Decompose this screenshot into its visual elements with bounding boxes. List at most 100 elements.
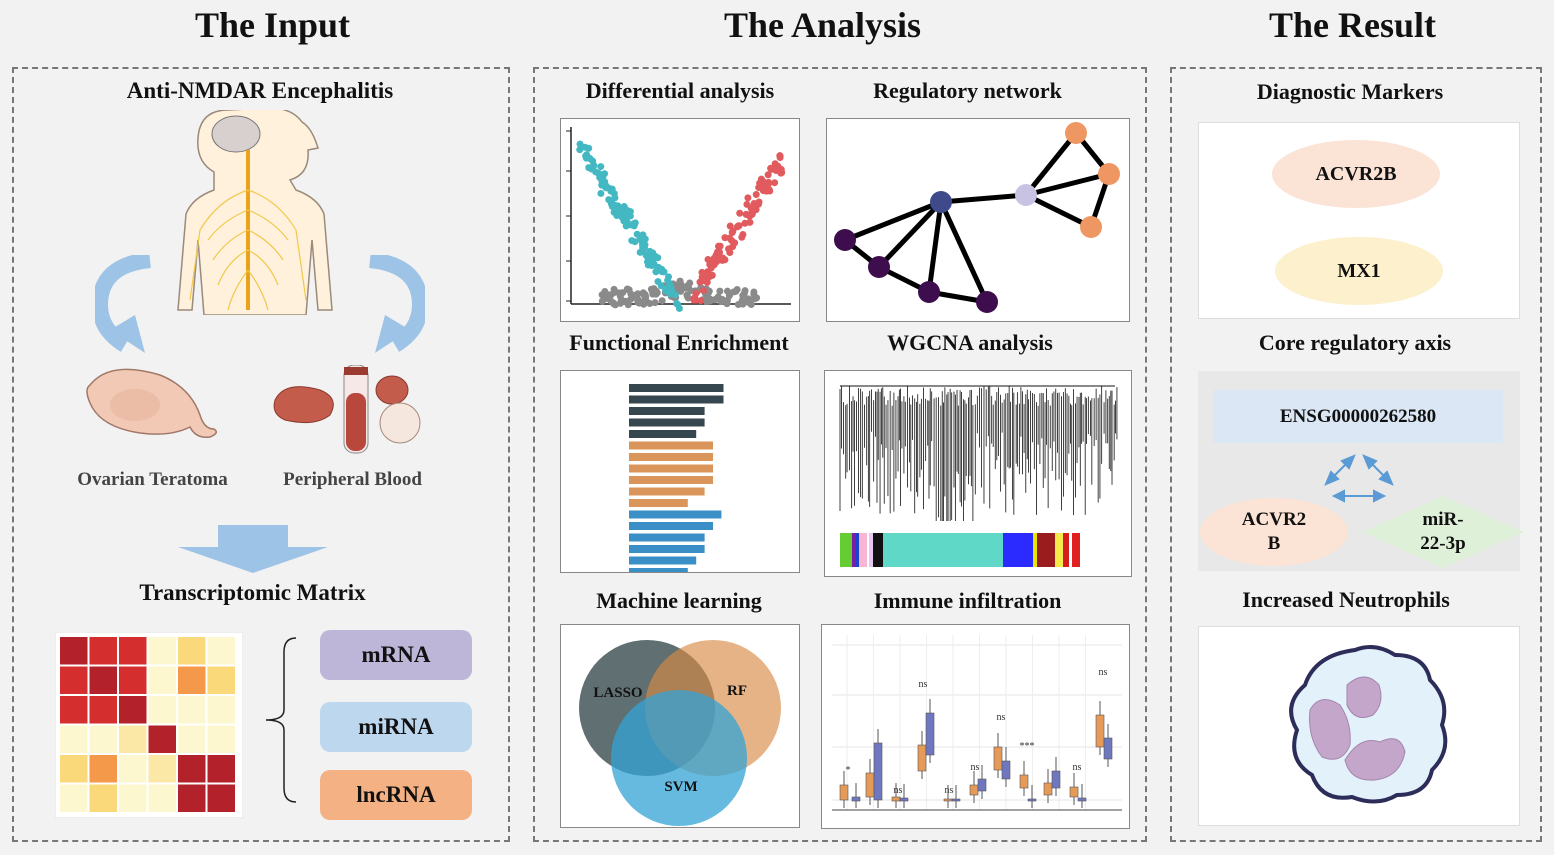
significance-label: * [846,765,851,776]
volcano-point [733,285,741,293]
immune-box-element [951,798,961,802]
immune-box-element [1103,737,1113,760]
network-node [834,229,856,251]
enrichment-bar [629,568,688,572]
volcano-point [717,254,725,262]
axis-lncrna: ENSG00000262580 [1213,390,1503,443]
volcano-point [650,289,658,297]
neutrophil-icon [1289,644,1448,804]
network-node [976,291,998,313]
heatmap-cell [60,784,88,812]
heatmap-cell [119,725,147,753]
heatmap-cell [178,755,206,783]
result-title: The Result [1268,5,1436,45]
volcano-point [741,287,749,295]
axis-mirna: miR- 22-3p [1420,509,1466,554]
volcano-point [776,152,784,160]
heatmap-cell [148,784,176,812]
volcano-point [611,201,619,209]
volcano-point [699,276,707,284]
volcano-point [648,262,656,270]
significance-label: ns [971,762,980,773]
volcano-point [750,200,758,208]
immune-box-element [1095,714,1105,748]
immune-box-element [1051,770,1061,789]
heatmap-cell [178,725,206,753]
enrichment-bar [629,499,688,507]
brace-icon [265,637,297,803]
marker-acvr2b: ACVR2B [1272,140,1440,208]
module-color-bar [1037,533,1055,567]
heatmap-cell [89,755,117,783]
immune-box-element [891,796,901,802]
volcano-point [715,242,723,250]
volcano-point [589,157,597,165]
volcano-point [748,206,756,214]
transcriptomic-heatmap [55,632,243,818]
enrichment-bar [629,430,697,438]
volcano-point [771,163,779,171]
network-node [918,281,940,303]
curved-arrow-right-icon [368,255,425,353]
immune-box-element [1077,797,1087,802]
immune-box-element [865,772,875,798]
volcano-point [744,211,752,219]
volcano-point [646,300,654,308]
regulatory-network-graph [834,122,1120,313]
module-color-bar [1063,533,1069,567]
marker-mx1: MX1 [1275,237,1443,305]
enrichment-bar-chart [629,384,724,572]
heatmap-cell [119,784,147,812]
rna-type-mirna: miRNA [320,702,472,752]
axis-title: Core regulatory axis [1258,330,1452,355]
volcano-point [760,178,768,186]
module-color-bar [869,533,873,567]
volcano-point [716,287,724,295]
enrichment-bar [629,510,722,519]
volcano-point [640,300,648,308]
module-color-bar [883,533,1003,567]
module-color-bar [840,533,852,567]
heatmap-cell [148,696,176,724]
volcano-point [715,248,723,256]
volcano-point [637,236,645,244]
network-node [1015,184,1037,206]
axis-gene-acvr2b: ACVR2 B [1200,498,1348,566]
volcano-point [690,295,698,303]
volcano-point [654,263,662,271]
venn-label-svm: SVM [664,779,697,795]
heatmap-cell [178,696,206,724]
immune-box-element [1043,782,1053,796]
enrichment-bar [629,533,705,542]
volcano-point [576,146,584,154]
down-arrow-icon [178,525,328,573]
volcano-point [647,256,655,264]
module-color-bar [852,533,856,567]
matrix-title: Transcriptomic Matrix [139,580,366,605]
heatmap-cell [89,637,117,665]
enrichment-bar [629,476,713,484]
volcano-point [752,190,760,198]
source-ovarian-label: Ovarian Teratoma [77,469,228,490]
heatmap-cell [148,666,176,694]
heatmap-cell [60,696,88,724]
heatmap-cell [60,725,88,753]
enrichment-label: Functional Enrichment [569,330,789,355]
volcano-point [654,254,662,262]
immune-box-element [1069,786,1079,798]
volcano-point [744,295,752,303]
volcano-point [744,194,752,202]
volcano-point [739,300,747,308]
network-node [868,256,890,278]
axis-mirna-diamond [1362,496,1524,568]
heatmap-cell [148,725,176,753]
heatmap-cell [119,755,147,783]
heatmap-cell [148,637,176,665]
immune-box-element [925,712,935,756]
neutrophil-title: Increased Neutrophils [1242,587,1450,612]
volcano-point [764,171,772,179]
heatmap-cell [207,696,235,724]
enrichment-bar [629,545,705,553]
volcano-point [728,237,736,245]
